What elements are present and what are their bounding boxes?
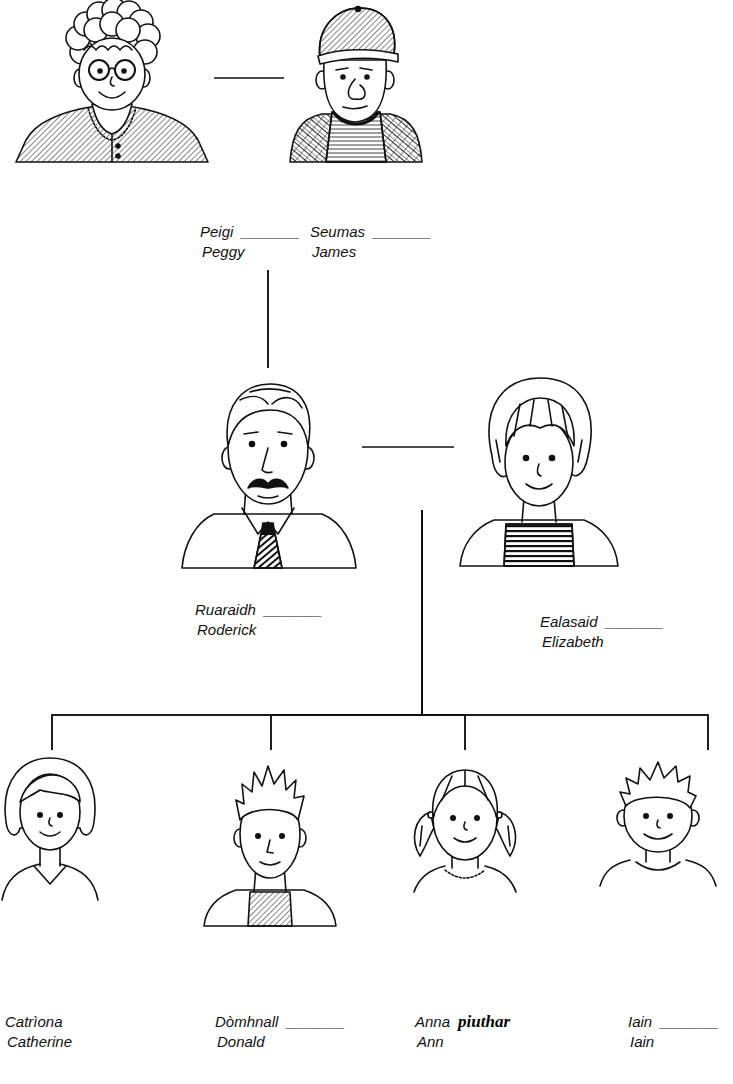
family-line — [422, 510, 465, 750]
name-label: Iain _______ Iain — [628, 1012, 719, 1052]
label-row: Elizabeth — [540, 632, 664, 652]
label-row: Iain _______ — [628, 1012, 719, 1032]
english-name: Catherine — [7, 1032, 72, 1052]
gaelic-name: Ruaraidh — [195, 600, 256, 620]
name-label: Dòmhnall _______ Donald — [215, 1012, 345, 1052]
english-name: James — [312, 242, 356, 262]
person: CatrìonaCatherine — [3, 750, 113, 1060]
grandfather-drawing — [290, 7, 422, 163]
daughter-drawing — [414, 770, 516, 892]
label-row: James — [310, 242, 431, 262]
family-line — [422, 510, 708, 750]
name-label: Ruaraidh _______ Roderick — [195, 600, 322, 640]
family-line — [271, 510, 422, 750]
english-name: Roderick — [197, 620, 256, 640]
person: Seumas _______ James — [268, 0, 433, 270]
gaelic-name: Peigi — [200, 222, 233, 242]
label-row: Peigi _______ — [200, 222, 300, 242]
gaelic-name: Seumas — [310, 222, 365, 242]
family-line — [362, 446, 454, 448]
label-row: Ann — [415, 1032, 510, 1052]
family-line — [422, 510, 708, 750]
gaelic-name: Ealasaid — [540, 612, 598, 632]
family-line — [271, 510, 422, 750]
label-row: Peggy — [200, 242, 300, 262]
gaelic-name: Dòmhnall — [215, 1012, 278, 1032]
english-name: Iain — [630, 1032, 654, 1052]
english-name: Peggy — [202, 242, 245, 262]
person: Ealasaid _______Elizabeth — [422, 368, 662, 658]
gaelic-name: Iain — [628, 1012, 652, 1032]
label-row: Catrìona — [5, 1012, 72, 1032]
person: Dòmhnall _______ Donald — [198, 750, 348, 1060]
mother-drawing — [460, 378, 618, 566]
gaelic-name: Catrìona — [5, 1012, 63, 1032]
person: Anna piutharAnn — [405, 750, 555, 1060]
english-name: Ann — [417, 1032, 444, 1052]
person: Ruaraidh _______ Roderick — [175, 368, 422, 648]
label-row: Dòmhnall _______ — [215, 1012, 345, 1032]
label-row: Iain — [628, 1032, 719, 1052]
answer-blank: _______ — [660, 1012, 718, 1032]
family-line — [422, 510, 465, 750]
family-line — [52, 510, 422, 750]
label-row: Catherine — [5, 1032, 72, 1052]
grandmother-drawing — [16, 0, 208, 162]
label-row: Roderick — [195, 620, 322, 640]
english-name: Donald — [217, 1032, 265, 1052]
english-name: Elizabeth — [542, 632, 604, 652]
name-label: Ealasaid _______Elizabeth — [540, 612, 664, 652]
son-drawing — [600, 762, 716, 886]
answer-blank: _______ — [286, 1012, 344, 1032]
label-row: Seumas _______ — [310, 222, 431, 242]
father-drawing — [182, 384, 356, 568]
handwritten-answer: piuthar — [458, 1012, 510, 1032]
person: Iain _______ Iain — [590, 750, 730, 1060]
label-row: Anna piuthar — [415, 1012, 510, 1032]
family-line — [214, 77, 284, 79]
gaelic-name: Anna — [415, 1012, 450, 1032]
son-drawing — [204, 766, 336, 926]
family-line — [52, 510, 422, 750]
answer-blank: _______ — [606, 612, 664, 632]
name-label: Peigi _______Peggy — [200, 222, 300, 262]
family-line — [267, 270, 269, 368]
label-row: Donald — [215, 1032, 345, 1052]
name-label: Anna piutharAnn — [415, 1012, 510, 1052]
answer-blank: _______ — [373, 222, 431, 242]
name-label: Seumas _______ James — [310, 222, 431, 262]
answer-blank: _______ — [264, 600, 322, 620]
person: Peigi_______Peggy — [5, 0, 268, 270]
daughter-drawing — [2, 758, 98, 900]
name-label: CatrìonaCatherine — [5, 1012, 72, 1052]
label-row: Ealasaid _______ — [540, 612, 664, 632]
label-row: Ruaraidh _______ — [195, 600, 322, 620]
family-line — [267, 270, 269, 368]
answer-blank: _______ — [241, 222, 299, 242]
